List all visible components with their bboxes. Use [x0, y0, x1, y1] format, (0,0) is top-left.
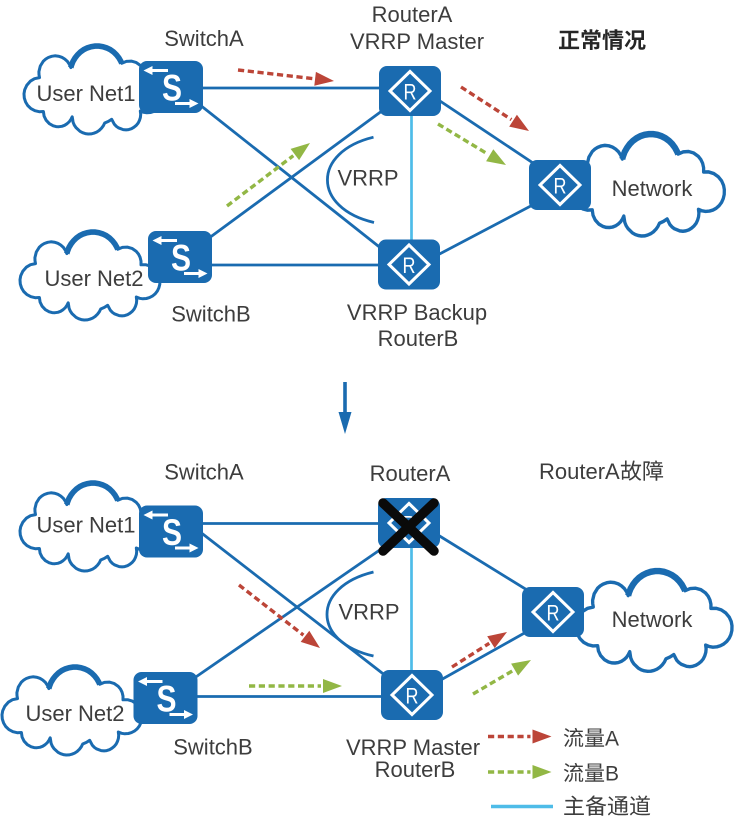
svg-text:RouterA: RouterA: [372, 2, 453, 27]
svg-text:SwitchB: SwitchB: [171, 302, 250, 327]
svg-text:SwitchB: SwitchB: [173, 735, 252, 760]
svg-text:RouterB: RouterB: [378, 326, 459, 351]
svg-text:RouterB: RouterB: [375, 757, 456, 782]
svg-text:VRRP Master: VRRP Master: [346, 735, 480, 760]
svg-text:VRRP: VRRP: [338, 600, 399, 625]
svg-text:User Net1: User Net1: [36, 513, 135, 538]
svg-text:Network: Network: [612, 607, 694, 632]
svg-text:RouterA: RouterA: [539, 459, 620, 484]
svg-text:VRRP: VRRP: [337, 166, 398, 191]
svg-text:User Net2: User Net2: [44, 266, 143, 291]
svg-text:User Net1: User Net1: [36, 81, 135, 106]
svg-text:VRRP Master: VRRP Master: [350, 29, 484, 54]
svg-text:SwitchA: SwitchA: [164, 460, 244, 485]
svg-text:VRRP Backup: VRRP Backup: [347, 300, 487, 325]
svg-text:SwitchA: SwitchA: [164, 26, 244, 51]
svg-text:A: A: [605, 728, 619, 751]
svg-text:RouterA: RouterA: [370, 461, 451, 486]
svg-text:Network: Network: [612, 176, 694, 201]
svg-text:User Net2: User Net2: [25, 701, 124, 726]
svg-text:B: B: [605, 763, 619, 786]
